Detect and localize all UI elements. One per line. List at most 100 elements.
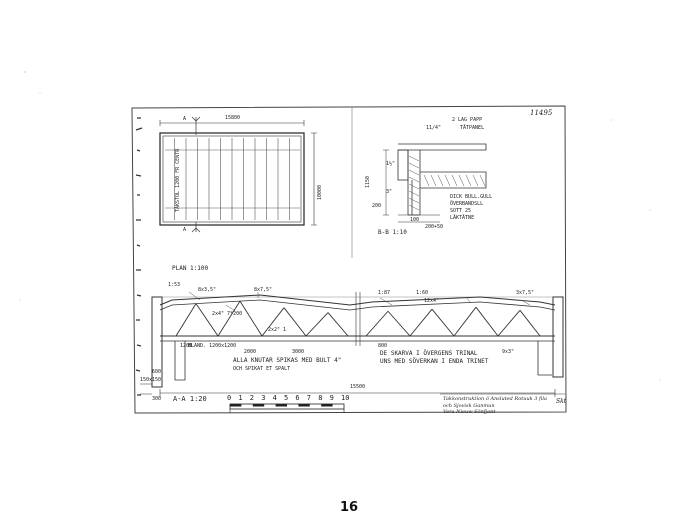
truss-diagonal [283, 307, 307, 337]
leader-lines [188, 291, 531, 312]
plan-title: PLAN 1:100 [172, 265, 209, 272]
slope-6: 3x7,5" [516, 290, 535, 296]
detail-dim-4: 100 [410, 217, 420, 223]
truss-diagonal [519, 310, 541, 337]
scale-bar-segment [275, 404, 287, 407]
detail-dim-5: 200+50 [425, 224, 444, 230]
section-dim-4: 800 [378, 343, 388, 349]
detail-note-1: DICK BULL.GULL [450, 194, 493, 200]
section-dim-2: 2000 [244, 349, 257, 355]
bottom-note-1: BLAND. 1200x1200 [188, 343, 237, 349]
insulation-hatch-line [444, 174, 451, 187]
detail-bb [383, 143, 487, 223]
plan-view [159, 116, 317, 233]
right-note-1: DE SKARVA I ÖVERGENS TRINAL [380, 350, 478, 357]
title-note: Skt [556, 398, 567, 405]
scale-bar-segments [230, 404, 333, 407]
insulation-hatch-line [423, 174, 430, 187]
scale-bar-label: 5 [284, 394, 289, 402]
section-dim-1: 1200 [180, 343, 193, 349]
binding-marks [135, 117, 143, 396]
truss-diagonal [431, 308, 455, 337]
detail-dim-2: 3" [386, 189, 393, 195]
member-1: 2x4" 7*200 [212, 311, 243, 317]
insulation-hatch-line [472, 174, 479, 187]
title-line-1: Takkonstruktion ö Ansluted Rotuuk 3 fila [443, 396, 547, 402]
stud-hatch-line [408, 204, 420, 211]
member-4: 9x3" [502, 349, 515, 355]
insulation-hatch-line [479, 174, 486, 187]
right-note-2: UNS MED SÖVERKAN I ENDA TRINET [380, 358, 489, 365]
detail-title: B-B 1:10 [378, 229, 407, 236]
stud-hatch-line [408, 155, 420, 162]
scale-bar-segment [321, 404, 333, 407]
slope-2: 8x3,5" [198, 287, 217, 293]
truss-diagonal [175, 303, 197, 337]
section-aa [140, 292, 564, 397]
insulation-hatch-line [458, 174, 465, 187]
detail-note-2: ÖVERBANDSLL [450, 201, 484, 207]
detail-height-dimension: 1150 [365, 175, 371, 188]
scale-bar-segment [252, 404, 265, 407]
detail-board-label: TÄTPANEL [460, 125, 485, 131]
stud-hatch-line [408, 169, 420, 176]
slope-1: 1:53 [168, 282, 181, 288]
insulation-hatch-line [437, 174, 444, 187]
section-marker-bottom: A [183, 227, 187, 233]
truss-diagonal [475, 306, 499, 337]
truss-diagonal [261, 307, 285, 337]
stud-hatch-line [408, 190, 420, 197]
sheet-number: 11495 [530, 109, 553, 117]
scale-bar-label: 0 [227, 394, 232, 402]
truss-diagonal [217, 300, 241, 337]
plan-joists [165, 138, 300, 220]
detail-note-3: SOTT 25 [450, 208, 472, 214]
stud-hatch-line [408, 183, 420, 190]
scale-bar-label: 10 [341, 394, 350, 402]
truss-web [175, 300, 541, 337]
member-2: 2x2" 1 [268, 327, 287, 333]
bottom-note-2: ALLA KNUTAR SPIKAS MED BULT 4" [233, 357, 342, 364]
section-total-dim: 15500 [350, 384, 366, 390]
title-line-3: Vera Nieuw Sönfjant [443, 409, 496, 415]
truss-diagonal [365, 310, 389, 337]
stud-hatch-line [408, 162, 420, 169]
section-dim-5: 600 [152, 369, 162, 375]
truss-diagonal [387, 310, 411, 337]
truss-diagonal [453, 306, 477, 337]
truss-diagonal [239, 300, 263, 337]
detail-roof-label: 2 LAG PAPP [452, 117, 483, 123]
member-3: 12x4" [424, 298, 440, 304]
section-left-dim: 150x150 [140, 377, 162, 383]
scale-bar-label: 8 [318, 394, 323, 402]
scale-bar-label: 6 [295, 394, 300, 402]
detail-note-4: LÄKTÄTNE [450, 215, 475, 221]
scale-bar-label: 1 [238, 394, 243, 402]
plan-height-dimension: 10000 [317, 184, 323, 200]
page-number: 16 [340, 500, 359, 515]
truss-diagonal [195, 303, 219, 337]
plan-width-dimension: 15800 [225, 115, 241, 121]
slope-4: 1:87 [378, 290, 391, 296]
truss-diagonal [327, 312, 349, 337]
insulation-hatch [408, 155, 486, 211]
scale-bar-segment [230, 404, 242, 407]
title-line-2: och Sjovisk Ganmun [443, 403, 495, 409]
scale-bar-label: 2 [249, 394, 255, 402]
scale-bar-segment [298, 404, 310, 407]
slope-3: 8x7,5" [254, 287, 273, 293]
section-title: A-A 1:20 [173, 395, 207, 403]
truss-diagonal [305, 312, 329, 337]
stud-hatch-line [408, 197, 420, 204]
insulation-hatch-line [465, 174, 472, 187]
scale-bar-label: 7 [306, 394, 312, 402]
insulation-hatch-line [451, 174, 458, 187]
truss-diagonal [497, 310, 521, 337]
truss-diagonal [409, 308, 433, 337]
scale-bar-label: 4 [272, 394, 277, 402]
section-dim-6: 300 [152, 396, 162, 402]
sheet-frame [131, 105, 567, 414]
scale-bar-label: 9 [329, 394, 334, 402]
